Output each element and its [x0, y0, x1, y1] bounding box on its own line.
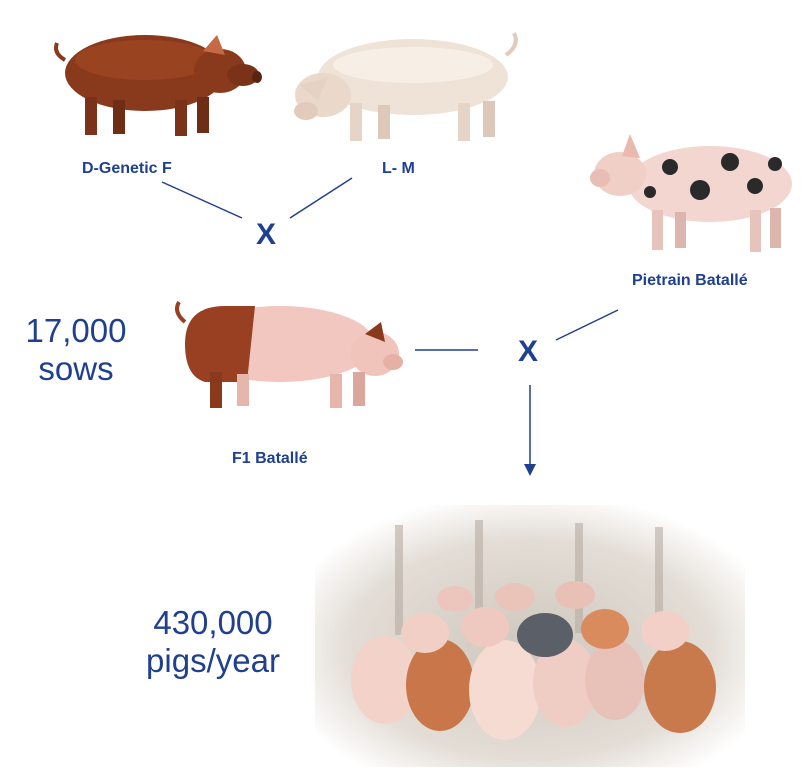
sows-stat: 17,000 sows	[0, 312, 152, 388]
pigs-stat: 430,000 pigs/year	[118, 604, 308, 680]
sows-unit: sows	[0, 350, 152, 388]
pigs-value: 430,000	[118, 604, 308, 642]
f1-label: F1 Batallé	[232, 450, 308, 468]
landrace-label: L- M	[382, 160, 415, 178]
second-cross-mark: X	[518, 335, 538, 369]
pietrain-label: Pietrain Batallé	[632, 272, 748, 290]
sows-value: 17,000	[0, 312, 152, 350]
first-cross-mark: X	[256, 218, 276, 252]
pigs-unit: pigs/year	[118, 642, 308, 680]
duroc-label: D-Genetic F	[82, 160, 172, 178]
